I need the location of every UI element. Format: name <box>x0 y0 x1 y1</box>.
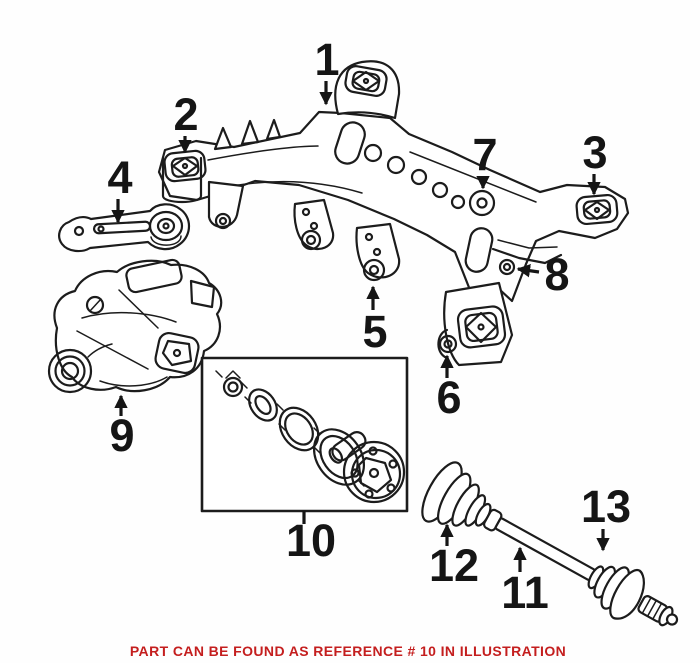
axle-shaft-assembly <box>421 461 679 627</box>
callout-1-label: 1 <box>314 34 339 85</box>
output-flange-front <box>47 348 93 394</box>
bracket-8 <box>491 239 563 276</box>
callout-9: 9 <box>109 394 135 461</box>
callout-1: 1 <box>314 34 340 106</box>
callout-11-label: 11 <box>501 567 549 618</box>
callout-2: 2 <box>173 89 199 154</box>
callout-3: 3 <box>582 127 608 196</box>
callout-13-label: 13 <box>581 481 631 532</box>
callout-13: 13 <box>581 481 631 552</box>
bushing-top <box>344 65 388 97</box>
differential <box>47 258 223 394</box>
callout-5-label: 5 <box>362 306 387 357</box>
callout-8-label: 8 <box>544 249 569 300</box>
callout-5: 5 <box>362 285 388 357</box>
callout-10-label: 10 <box>286 515 336 566</box>
beam-holes <box>363 143 466 210</box>
boot-kit-inset-box <box>200 356 409 513</box>
bushing-7 <box>468 189 496 217</box>
subframe-silhouette <box>157 110 630 303</box>
boot-sleeve <box>248 388 278 422</box>
outer-cv-joint <box>587 565 679 627</box>
callout-10: 10 <box>286 511 336 566</box>
lower-mount-block <box>437 281 514 367</box>
callout-7-label: 7 <box>472 129 497 180</box>
callout-6-label: 6 <box>436 372 461 423</box>
rear-subframe-crossmember <box>157 60 630 367</box>
callouts-layer: 1 2 3 4 5 6 7 8 <box>107 34 631 618</box>
callout-6: 6 <box>436 354 462 423</box>
trailing-arm <box>58 203 191 253</box>
seal-ring-medium <box>278 406 320 452</box>
callout-2-label: 2 <box>173 89 198 140</box>
output-flange-side <box>154 331 200 375</box>
callout-3-label: 3 <box>582 127 607 178</box>
inner-cv-boot <box>421 461 503 532</box>
callout-4-label: 4 <box>107 152 132 203</box>
illustration-artwork <box>47 60 679 627</box>
callout-8: 8 <box>516 249 570 300</box>
callout-4: 4 <box>107 152 133 224</box>
cv-joint <box>328 431 406 504</box>
callout-9-label: 9 <box>109 410 134 461</box>
subframe-leg-left <box>293 198 335 250</box>
callout-11: 11 <box>501 546 549 618</box>
inset-box-frame <box>200 356 409 513</box>
bushing-left <box>163 149 207 183</box>
callout-12-label: 12 <box>429 540 479 591</box>
reference-caption: PART CAN BE FOUND AS REFERENCE # 10 IN I… <box>130 643 566 659</box>
callout-7: 7 <box>472 129 498 190</box>
bushing-right-arm <box>575 193 619 226</box>
callout-12: 12 <box>429 523 479 591</box>
